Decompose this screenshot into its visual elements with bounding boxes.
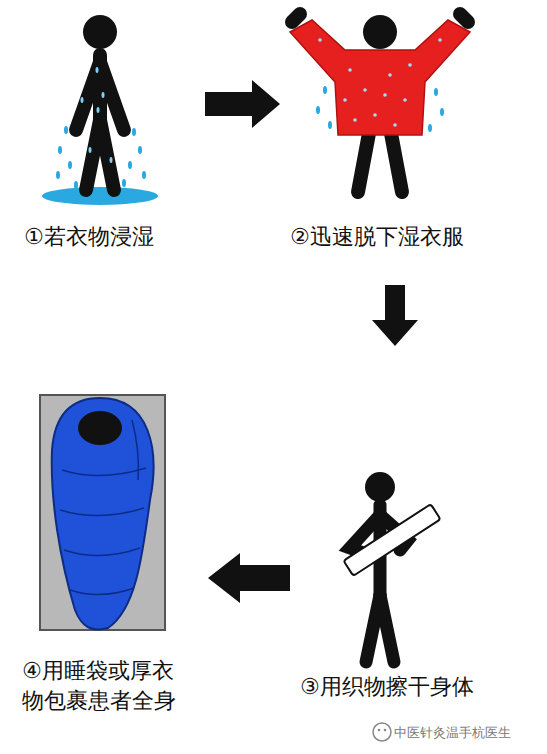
flow-arrow (205, 80, 280, 128)
watermark-icon (373, 723, 391, 741)
step-caption: ①若衣物浸湿 (24, 222, 154, 252)
flow-arrow (208, 553, 290, 603)
step-caption: ④用睡袋或厚衣物包裹患者全身 (22, 656, 190, 715)
sleeping-bag (40, 395, 165, 630)
step-caption: ③用织物擦干身体 (300, 672, 474, 702)
flow-arrow (372, 285, 418, 346)
undressing-person (290, 14, 470, 192)
drying-person (343, 472, 440, 662)
watermark: 中医针灸温手杭医生 (394, 724, 511, 742)
wet-person (42, 15, 158, 205)
step-caption: ②迅速脱下湿衣服 (290, 222, 464, 252)
